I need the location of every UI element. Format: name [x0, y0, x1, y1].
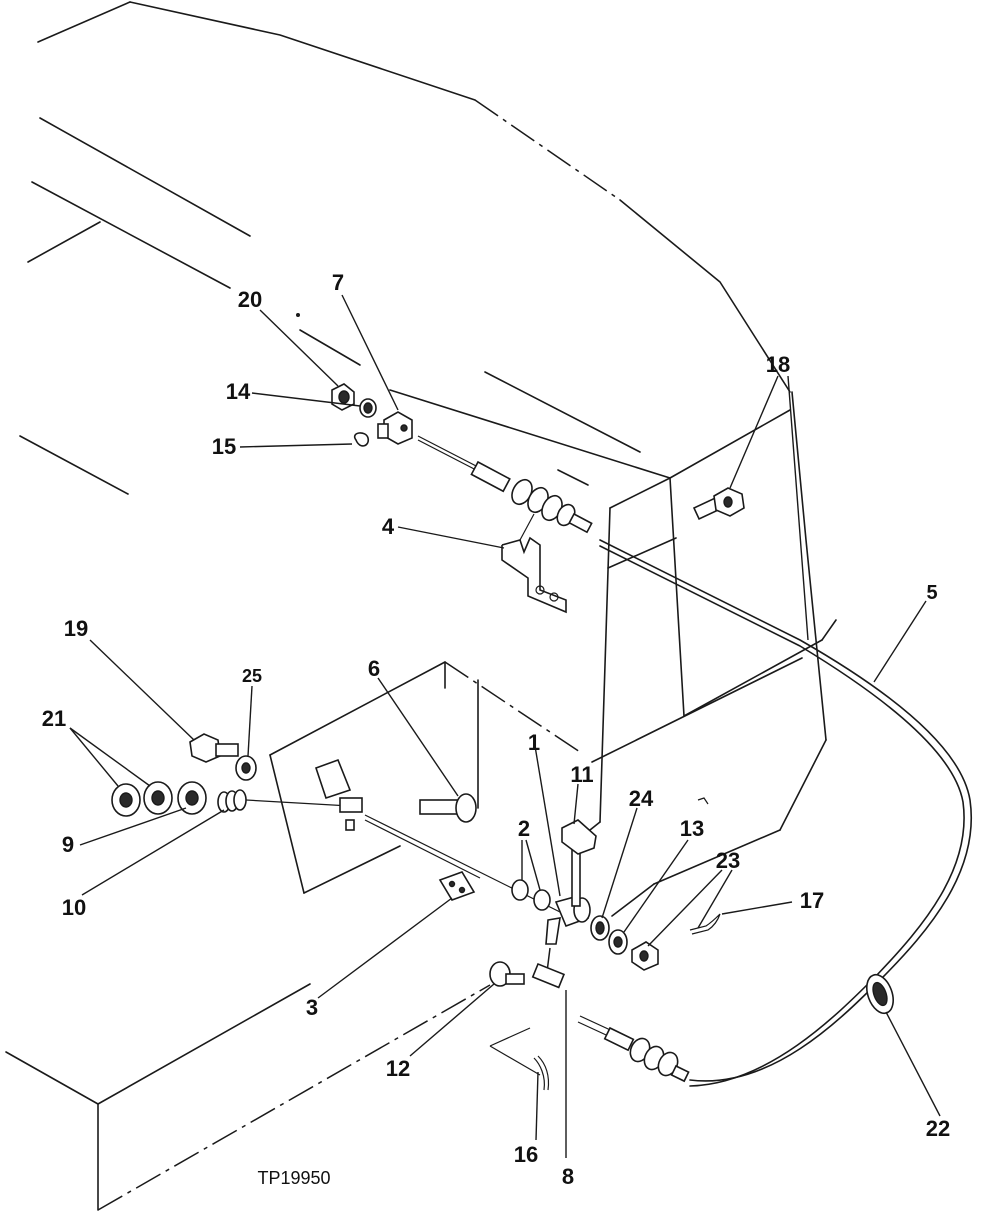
callout-6: 6: [368, 656, 380, 681]
callout-10: 10: [62, 895, 86, 920]
callout-20: 20: [238, 287, 262, 312]
callout-22: 22: [926, 1116, 950, 1141]
cable-bracket: [501, 513, 567, 614]
decorative-marks: [296, 313, 709, 805]
callout-13: 13: [680, 816, 704, 841]
fitting-18: [692, 487, 745, 520]
callout-9: 9: [62, 832, 74, 857]
callout-5: 5: [926, 582, 937, 604]
panel-outline: [19, 1, 837, 917]
callout-23: 23: [716, 848, 740, 873]
upper-hardware: [331, 383, 413, 447]
callout-1: 1: [528, 730, 540, 755]
callout-labels: 20 7 14 15 18 4 5 19 25 6 21 1 11 24 13 …: [42, 270, 950, 1189]
callout-14: 14: [226, 379, 251, 404]
callout-2: 2: [518, 816, 530, 841]
lower-cable-end: [489, 961, 690, 1091]
lever-assembly: [511, 819, 721, 981]
callout-3: 3: [306, 995, 318, 1020]
callout-25: 25: [242, 666, 262, 686]
callout-17: 17: [800, 888, 824, 913]
center-linkage: [245, 758, 561, 913]
leader-lines: [69, 294, 941, 1158]
callout-21: 21: [42, 706, 66, 731]
callout-11: 11: [570, 762, 593, 787]
callout-19: 19: [64, 616, 88, 641]
callout-8: 8: [562, 1164, 574, 1189]
spring-10: [217, 789, 247, 813]
callout-24: 24: [629, 786, 654, 811]
callout-4: 4: [382, 514, 395, 539]
lower-housing-outline: [5, 661, 581, 1211]
nuts-21: [111, 781, 207, 817]
fitting-19-25: [189, 733, 257, 781]
callout-12: 12: [386, 1056, 410, 1081]
callout-18: 18: [766, 352, 790, 377]
control-cable: [599, 539, 973, 1087]
callout-7: 7: [332, 270, 344, 295]
upper-cable-end: [417, 435, 593, 534]
grommet-22: [866, 973, 894, 1015]
callout-16: 16: [514, 1142, 538, 1167]
figure-id: TP19950: [257, 1168, 330, 1188]
callout-15: 15: [212, 434, 236, 459]
